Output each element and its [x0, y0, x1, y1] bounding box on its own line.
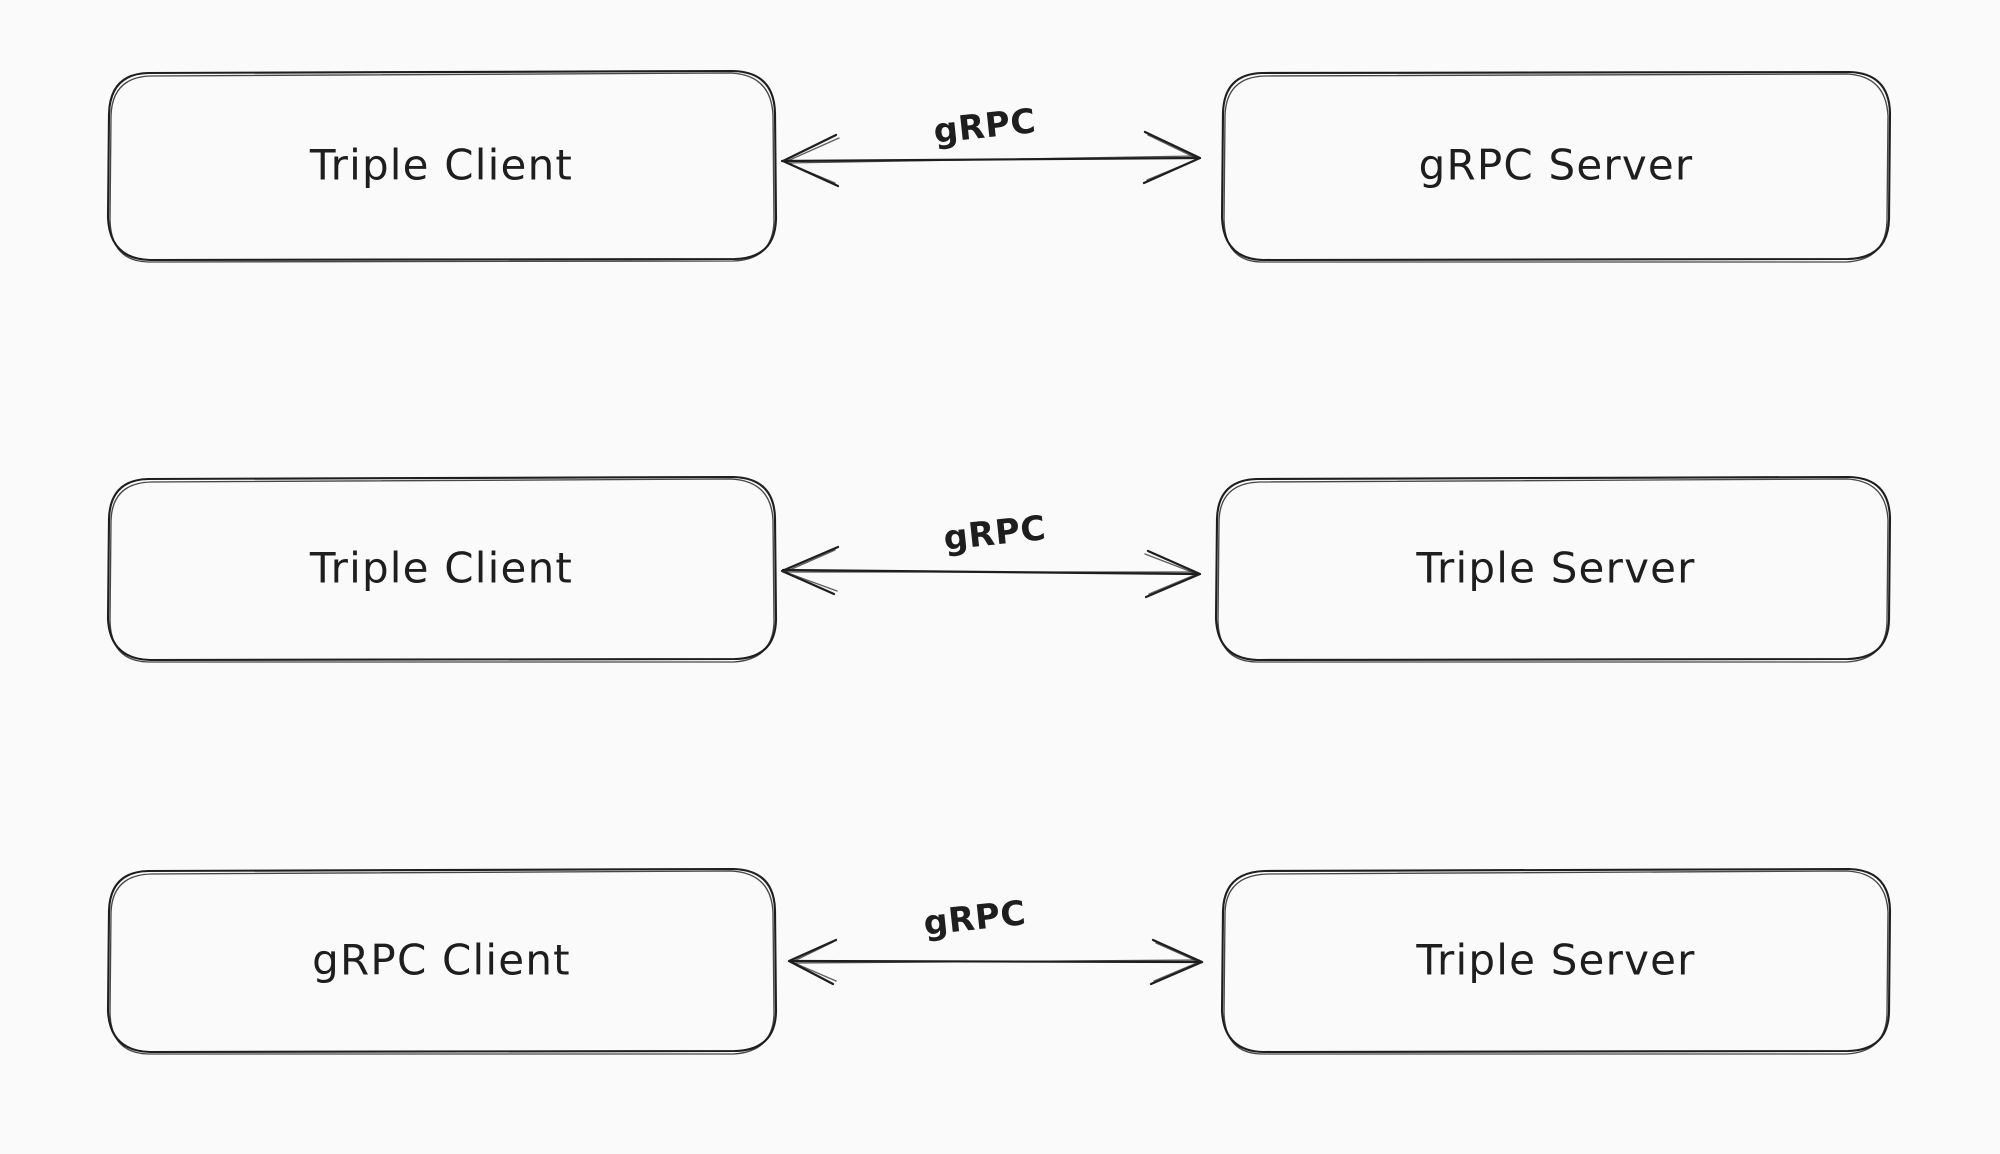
node-row3-right[interactable]: Triple Server [1220, 867, 1892, 1055]
rounded-rect-outline-sketch [109, 478, 775, 663]
row-1-group: Triple Client gRPC gRPC Server [106, 69, 1892, 263]
arrowhead-right-icon-sketch [1146, 134, 1199, 181]
rounded-rect-outline [1220, 867, 1892, 1054]
arrowhead-right-icon [1142, 130, 1202, 185]
rounded-rect-outline [1214, 475, 1892, 662]
node-label: Triple Client [309, 141, 573, 190]
arrowhead-left-icon-sketch [784, 137, 840, 184]
edge-row2[interactable]: gRPC [780, 508, 1202, 599]
node-row2-left[interactable]: Triple Client [106, 475, 778, 663]
rounded-rect-outline-sketch [1223, 870, 1889, 1055]
edge-label: gRPC [922, 893, 1028, 944]
node-label: Triple Server [1415, 544, 1695, 593]
row-3-group: gRPC Client gRPC Triple Server [106, 867, 1892, 1055]
edge-row3[interactable]: gRPC [787, 893, 1204, 986]
arrowhead-left-icon [780, 545, 840, 596]
rounded-rect-outline-sketch [109, 870, 775, 1055]
arrowhead-left-icon [781, 133, 840, 188]
arrow-shaft-sketch [793, 959, 1200, 964]
node-row1-left[interactable]: Triple Client [106, 69, 778, 263]
row-2-group: Triple Client gRPC Triple Server [106, 475, 1892, 663]
arrowhead-left-icon-sketch [784, 549, 838, 592]
node-label: Triple Server [1415, 936, 1695, 985]
rounded-rect-outline [106, 867, 778, 1054]
rounded-rect-outline-sketch [1217, 478, 1889, 663]
edge-label: gRPC [932, 101, 1038, 152]
node-label: Triple Client [309, 544, 573, 593]
arrowhead-left-icon [787, 938, 838, 986]
rounded-rect-outline-sketch [1223, 73, 1889, 263]
arrowhead-right-icon [1144, 549, 1202, 599]
arrowhead-left-icon-sketch [791, 941, 837, 982]
arrowhead-right-icon [1149, 938, 1204, 986]
arrowhead-right-icon-sketch [1153, 942, 1200, 982]
arrow-shaft-sketch [785, 155, 1197, 164]
rounded-rect-outline-sketch [109, 72, 775, 263]
node-label: gRPC Client [312, 936, 571, 985]
arrowhead-right-icon-sketch [1144, 553, 1198, 595]
edge-row1[interactable]: gRPC [780, 101, 1202, 188]
node-row1-right[interactable]: gRPC Server [1220, 70, 1892, 263]
node-label: gRPC Server [1419, 141, 1694, 190]
rounded-rect-outline [1220, 70, 1892, 262]
node-row2-right[interactable]: Triple Server [1214, 475, 1892, 663]
edge-label: gRPC [942, 508, 1048, 559]
rounded-rect-outline [106, 475, 778, 662]
node-row3-left[interactable]: gRPC Client [106, 867, 778, 1055]
rounded-rect-outline [106, 69, 778, 262]
